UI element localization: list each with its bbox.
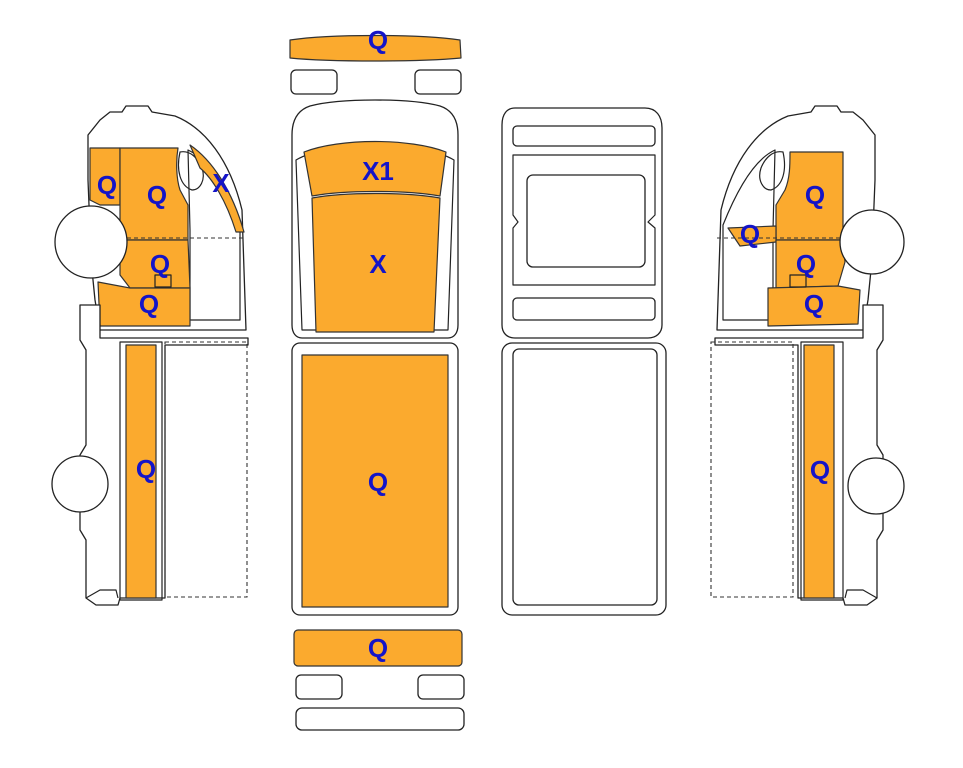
left-mirror: [177, 151, 204, 191]
roof-front-label: X: [369, 249, 387, 279]
underside-front-bar: [512, 125, 656, 147]
front-light-right: [414, 69, 462, 95]
right-rocker-label: Q: [804, 289, 824, 319]
left-front-wheel: [54, 205, 128, 279]
front-bumper-label: Q: [368, 25, 388, 55]
right-door-handle: [789, 274, 807, 288]
left-rocker-label: Q: [139, 289, 159, 319]
left-side-view: Q Q X Q Q Q: [51, 105, 249, 606]
rear-bumper-label: Q: [368, 633, 388, 663]
windshield-panel: [303, 140, 447, 197]
left-door-front-label: Q: [97, 170, 117, 200]
left-cargo-side-panel: [125, 344, 157, 599]
right-fender-label: Q: [805, 180, 825, 210]
right-cab-window: [722, 149, 776, 321]
front-light-left: [290, 69, 338, 95]
right-door-front-label: Q: [796, 249, 816, 279]
right-mirror: [759, 151, 786, 191]
left-fender-label: Q: [147, 180, 167, 210]
right-front-wheel: [839, 209, 905, 275]
cargo-roof-panel: [301, 354, 449, 608]
left-rear-mount: [85, 589, 119, 599]
left-cargo-side-label: Q: [136, 454, 156, 484]
right-side-view: Q Q Q Q Q: [710, 105, 905, 606]
left-lower-body: [79, 304, 249, 606]
rear-step: [295, 707, 465, 731]
left-door-front-panel: [89, 147, 121, 206]
left-door-handle: [154, 274, 172, 288]
left-rear-wheel: [51, 455, 109, 513]
right-rocker-panel: [767, 285, 861, 327]
left-cargo-dashed-box: [164, 341, 248, 598]
cargo-roof-label: Q: [368, 467, 388, 497]
rear-light-left: [295, 674, 343, 700]
left-cargo-frame: [119, 341, 163, 601]
underside-rear-bar: [512, 297, 656, 321]
right-rear-wheel: [847, 457, 905, 515]
left-a-pillar-panel: [189, 144, 245, 233]
left-a-pillar-label: X: [212, 168, 230, 198]
right-cargo-frame: [800, 341, 844, 601]
roof-front-panel: [311, 192, 441, 333]
underside-middle-frame: [512, 154, 656, 286]
top-view: Q X1 X Q Q: [289, 25, 465, 731]
windshield-label: X1: [362, 156, 394, 186]
right-door-front-panel: [775, 239, 846, 289]
right-cargo-side-label: Q: [810, 455, 830, 485]
right-cargo-side-panel: [803, 344, 835, 599]
left-door-lower-label: Q: [150, 249, 170, 279]
front-bumper-panel: [289, 34, 462, 62]
right-cargo-dashed-box: [710, 341, 794, 598]
underside-cargo-inner: [512, 348, 658, 606]
right-lower-body: [714, 304, 884, 606]
rear-light-right: [417, 674, 465, 700]
right-a-pillar-label: Q: [740, 219, 760, 249]
right-rear-mount: [844, 589, 878, 599]
underside-inner-rect: [526, 174, 646, 268]
rear-bumper-panel: [293, 629, 463, 667]
underside-view: [501, 107, 667, 616]
left-fender-panel: [119, 147, 189, 241]
